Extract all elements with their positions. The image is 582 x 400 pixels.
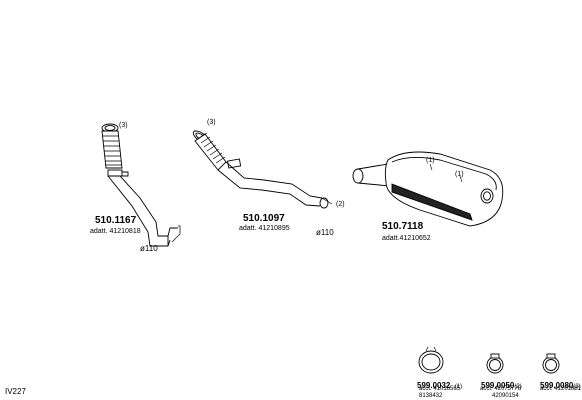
callout-top-510-1097: (3) bbox=[207, 119, 216, 126]
small-part-599-0032: 599.0032 (1) bbox=[417, 376, 462, 392]
small-part-599-0050: 599.0050(2) bbox=[481, 376, 522, 392]
ref-number: 41210652 bbox=[399, 235, 431, 242]
adatt-label: adatt. bbox=[90, 228, 108, 235]
small-part-ref2-599-0032: 8138432 bbox=[419, 393, 443, 399]
small-part-qty: (1) bbox=[454, 384, 463, 390]
small-part-qty: (3) bbox=[573, 384, 581, 390]
callout-510-1167: (3) bbox=[119, 122, 128, 129]
part-code-510-7118: 510.7118 bbox=[382, 221, 424, 232]
gasket-599-0032-drawing bbox=[418, 346, 444, 374]
diameter-510-1097: ø110 bbox=[316, 228, 334, 237]
clamp-599-0050-drawing bbox=[486, 353, 504, 374]
part-510-1167-drawing bbox=[101, 123, 181, 247]
small-part-code: 599.0032 bbox=[417, 381, 451, 390]
diagram-code: IV227 bbox=[5, 387, 26, 396]
small-part-ref2-599-0050: 42090154 bbox=[492, 393, 519, 399]
small-part-599-0080: 599.0080(3) bbox=[540, 376, 581, 392]
part-ref-510-7118: adatt.41210652 bbox=[382, 235, 431, 242]
small-part-ref-599-0032: acct. 41016565 bbox=[419, 386, 461, 392]
small-part-code: 599.0050 bbox=[481, 381, 515, 390]
part-ref-510-1097: adatt. 41210895 bbox=[239, 225, 290, 232]
adatt-label: adatt. bbox=[239, 225, 257, 232]
part-code-510-1097: 510.1097 bbox=[243, 213, 285, 224]
part-code-510-1167: 510.1167 bbox=[95, 215, 137, 226]
small-part-qty: (2) bbox=[514, 384, 522, 390]
diameter-510-1167: ø110 bbox=[140, 244, 158, 253]
part-510-7118-drawing bbox=[352, 151, 504, 227]
small-part-ref-599-0050: acct. 42075778 bbox=[480, 386, 522, 392]
ref-number: 41210895 bbox=[258, 225, 290, 232]
part-ref-510-1167: adatt. 41210818 bbox=[90, 228, 141, 235]
small-part-ref-599-0080: acct. 41201881 bbox=[540, 386, 582, 392]
ref-number: 41210818 bbox=[109, 228, 141, 235]
clamp-599-0080-drawing bbox=[542, 353, 560, 374]
callout-b-510-7118: (1) bbox=[455, 171, 464, 178]
callout-right-510-1097: (2) bbox=[336, 201, 345, 208]
callout-a-510-7118: (1) bbox=[426, 157, 435, 164]
part-510-1097-drawing bbox=[192, 130, 333, 209]
small-part-code: 599.0080 bbox=[540, 381, 574, 390]
adatt-label: adatt. bbox=[382, 235, 400, 242]
